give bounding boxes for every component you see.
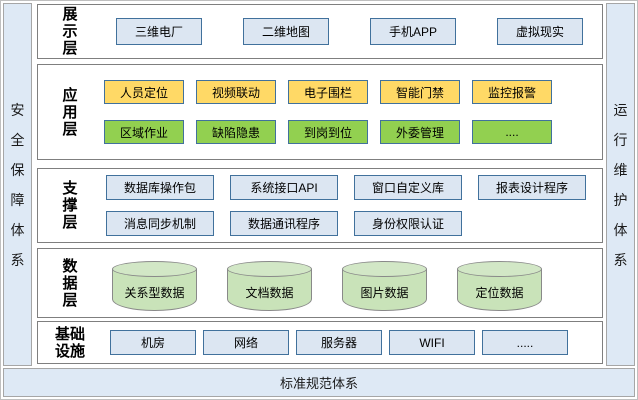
diagram-box: 手机APP — [370, 18, 456, 45]
box-row: 区域作业 缺陷隐患 到岗到位 外委管理.... — [102, 120, 602, 144]
diagram-box: .... — [472, 120, 552, 144]
diagram-box: 电子围栏 — [288, 80, 368, 104]
layer-content: 关系型数据 文档数据 图片数据 定位数据 — [102, 249, 602, 317]
layer-presentation: 展示层 三维电厂 二维地图 手机APP 虚拟现实 — [37, 4, 603, 59]
box-row: 消息同步机制 数据通讯程序 身份权限认证 — [102, 211, 602, 236]
diagram-box: 机房 — [110, 330, 196, 355]
box-label: 区域作业 — [119, 125, 168, 140]
layer-content: 人员定位 视频联动 电子围栏 智能门禁 监控报警区域作业 缺陷隐患 到岗到位 外委管理.... — [102, 65, 602, 159]
diagram-box: 消息同步机制 — [106, 211, 214, 236]
layer-support-label: 支撑层 — [62, 180, 78, 231]
box-label: 智能门禁 — [395, 85, 444, 100]
diagram-box: 网络 — [203, 330, 289, 355]
diagram-box: 数据通讯程序 — [230, 211, 338, 236]
layer-data: 数据层关系型数据 文档数据 图片数据 定位数据 — [37, 248, 603, 318]
box-label: 二维地图 — [261, 25, 310, 39]
layer-content: 三维电厂 二维地图 手机APP 虚拟现实 — [102, 5, 602, 58]
box-label: 三维电厂 — [134, 25, 183, 39]
diagram-box: 数据库操作包 — [106, 175, 214, 200]
box-label: 机房 — [140, 336, 165, 350]
layer-label-wrap: 展示层 — [38, 5, 102, 58]
diagram-box: 到岗到位 — [288, 120, 368, 144]
diagram-box: 区域作业 — [104, 120, 184, 144]
layer-data-label: 数据层 — [62, 257, 78, 309]
box-label: 文档数据 — [245, 285, 294, 300]
box-label: 窗口自定义库 — [371, 181, 444, 195]
layer-label-wrap: 支撑层 — [38, 169, 102, 242]
box-label: 缺陷隐患 — [211, 125, 260, 140]
layer-infrastructure-label: 基础设施 — [54, 325, 85, 360]
pillar-standards-label: 标准规范体系 — [279, 376, 358, 391]
layer-application-label: 应用层 — [62, 86, 78, 138]
diagram-box: 视频联动 — [196, 80, 276, 104]
layer-label-wrap: 应用层 — [38, 65, 102, 159]
diagram-box: 二维地图 — [243, 18, 329, 45]
box-label: 服务器 — [320, 336, 357, 350]
pillar-standards: 标准规范体系 — [3, 368, 635, 397]
layer-presentation-label: 展示层 — [62, 6, 78, 57]
box-label: 手机APP — [388, 25, 437, 39]
layer-label-wrap: 数据层 — [38, 249, 102, 317]
box-label: 数据库操作包 — [123, 181, 196, 195]
box-label: 图片数据 — [360, 285, 409, 300]
box-row: 关系型数据 文档数据 图片数据 定位数据 — [102, 255, 602, 311]
layer-application: 应用层 人员定位 视频联动 电子围栏 智能门禁 监控报警区域作业 缺陷隐患 到岗到位 外委管理.… — [37, 64, 603, 160]
box-label: .... — [505, 125, 519, 139]
diagram-box: 外委管理 — [380, 120, 460, 144]
box-label: ..... — [516, 335, 534, 350]
box-label: 电子围栏 — [303, 85, 352, 100]
box-label: 网络 — [233, 336, 258, 350]
diagram-box: 虚拟现实 — [497, 18, 583, 45]
diagram-box: 监控报警 — [472, 80, 552, 104]
pillar-operation-label: 运行维护体系 — [613, 101, 628, 268]
diagram-box: 智能门禁 — [380, 80, 460, 104]
layer-content: 数据库操作包 系统接口API 窗口自定义库 报表设计程序消息同步机制 数据通讯程序 身份权… — [102, 169, 602, 242]
pillar-operation-maintenance: 运行维护体系 — [606, 3, 635, 366]
layer-stack: 展示层 三维电厂 二维地图 手机APP 虚拟现实应用层 人员定位 视频联动 电子围栏 智能门禁 监… — [37, 4, 603, 364]
box-label: 身份权限认证 — [371, 217, 444, 231]
box-label: 消息同步机制 — [123, 217, 196, 231]
layer-support: 支撑层 数据库操作包 系统接口API 窗口自定义库 报表设计程序消息同步机制 数据通讯程序… — [37, 168, 603, 243]
data-store-cylinder: 图片数据 — [342, 261, 427, 311]
diagram-box: 服务器 — [296, 330, 382, 355]
box-label: 虚拟现实 — [515, 25, 564, 39]
data-store-cylinder: 文档数据 — [227, 261, 312, 311]
box-label: 外委管理 — [395, 125, 444, 140]
box-label: 数据通讯程序 — [247, 217, 320, 231]
box-label: 系统接口API — [250, 181, 318, 195]
box-row: 数据库操作包 系统接口API 窗口自定义库 报表设计程序 — [102, 175, 602, 200]
box-row: 三维电厂 二维地图 手机APP 虚拟现实 — [102, 18, 602, 45]
box-row: 机房 网络 服务器 WIFI..... — [102, 330, 602, 355]
data-store-cylinder: 关系型数据 — [112, 261, 197, 311]
diagram-box: 身份权限认证 — [354, 211, 462, 236]
diagram-box: 缺陷隐患 — [196, 120, 276, 144]
box-label: 报表设计程序 — [495, 181, 568, 195]
data-store-cylinder: 定位数据 — [457, 261, 542, 311]
layer-infrastructure: 基础设施 机房 网络 服务器 WIFI..... — [37, 321, 603, 364]
diagram-box: 报表设计程序 — [478, 175, 586, 200]
box-label: 视频联动 — [211, 85, 260, 100]
pillar-security-assurance: 安全保障体系 — [3, 3, 32, 366]
diagram-box: 系统接口API — [230, 175, 338, 200]
box-label: 监控报警 — [487, 85, 536, 100]
diagram-box: 人员定位 — [104, 80, 184, 104]
diagram-box: 窗口自定义库 — [354, 175, 462, 200]
diagram-box: ..... — [482, 330, 568, 355]
box-label: 到岗到位 — [303, 125, 352, 140]
diagram-box: WIFI — [389, 330, 475, 355]
box-label: 定位数据 — [475, 285, 524, 300]
box-label: 人员定位 — [119, 85, 168, 100]
layer-content: 机房 网络 服务器 WIFI..... — [102, 322, 602, 363]
box-row: 人员定位 视频联动 电子围栏 智能门禁 监控报警 — [102, 80, 602, 104]
layer-label-wrap: 基础设施 — [38, 322, 102, 363]
pillar-security-label: 安全保障体系 — [10, 101, 25, 268]
diagram-box: 三维电厂 — [116, 18, 202, 45]
box-label: 关系型数据 — [124, 285, 185, 300]
box-label: WIFI — [419, 335, 445, 350]
